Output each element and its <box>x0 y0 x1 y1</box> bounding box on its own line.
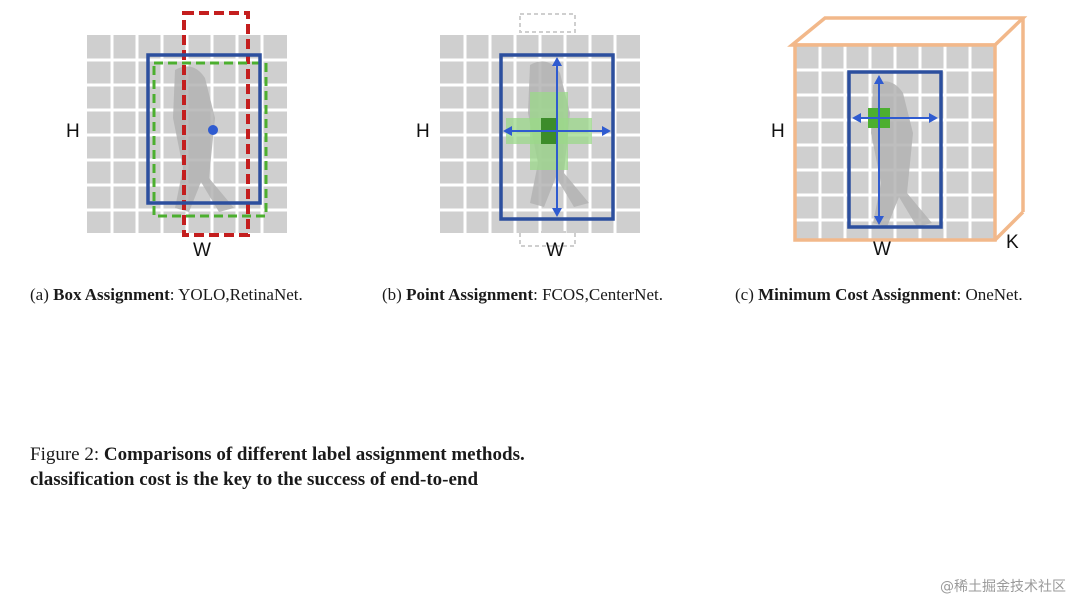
caption-c-title: Minimum Cost Assignment <box>758 285 957 304</box>
cost-box-depth-edge <box>993 210 1025 242</box>
arrow-left-icon <box>503 126 512 136</box>
figure-label: Figure 2: <box>30 444 104 465</box>
arrow-up-icon <box>874 75 884 84</box>
cost-box-top <box>787 16 1028 47</box>
axis-k-label: K <box>1006 232 1019 253</box>
caption-b: (b) Point Assignment: FCOS,CenterNet. <box>382 285 663 304</box>
axis-h-label: H <box>416 121 430 142</box>
skier-silhouette <box>173 66 234 212</box>
arrow-right-icon <box>929 113 938 123</box>
panel-a-figure: H W <box>60 0 310 270</box>
ground-truth-box <box>847 70 943 229</box>
distance-arrows <box>506 60 608 214</box>
caption-b-title: Point Assignment <box>406 285 534 304</box>
panel-b-figure: H W <box>410 0 660 270</box>
ground-truth-box <box>499 53 615 221</box>
caption-a: (a) Box Assignment: YOLO,RetinaNet. <box>30 285 303 304</box>
figure-caption-title: Comparisons of different label assignmen… <box>103 444 525 465</box>
arrow-up-icon <box>552 57 562 66</box>
cost-box-front <box>793 43 997 242</box>
center-point <box>208 125 218 135</box>
positive-box <box>152 61 268 218</box>
arrow-left-icon <box>852 113 861 123</box>
caption-c: (c) Minimum Cost Assignment: OneNet. <box>735 285 1023 304</box>
watermark: @稀土掘金技术社区 <box>940 579 1066 595</box>
arrow-down-icon <box>552 208 562 217</box>
ground-truth-box <box>146 53 262 205</box>
axis-w-label: W <box>546 240 564 261</box>
axis-h-label: H <box>771 121 785 142</box>
faded-box-top <box>519 13 576 33</box>
caption-a-title: Box Assignment <box>53 285 170 304</box>
arrow-right-icon <box>602 126 611 136</box>
figure-caption: Figure 2: Comparisons of different label… <box>30 442 1070 492</box>
axis-w-label: W <box>873 239 891 260</box>
panel-c-figure: H W K <box>765 0 1045 270</box>
distance-arrows <box>855 78 935 222</box>
axis-h-label: H <box>66 121 80 142</box>
negative-box <box>182 11 250 237</box>
figure-caption-key-phrase: classification cost is the key to the su… <box>30 469 479 490</box>
axis-w-label: W <box>193 240 211 261</box>
arrow-down-icon <box>874 216 884 225</box>
